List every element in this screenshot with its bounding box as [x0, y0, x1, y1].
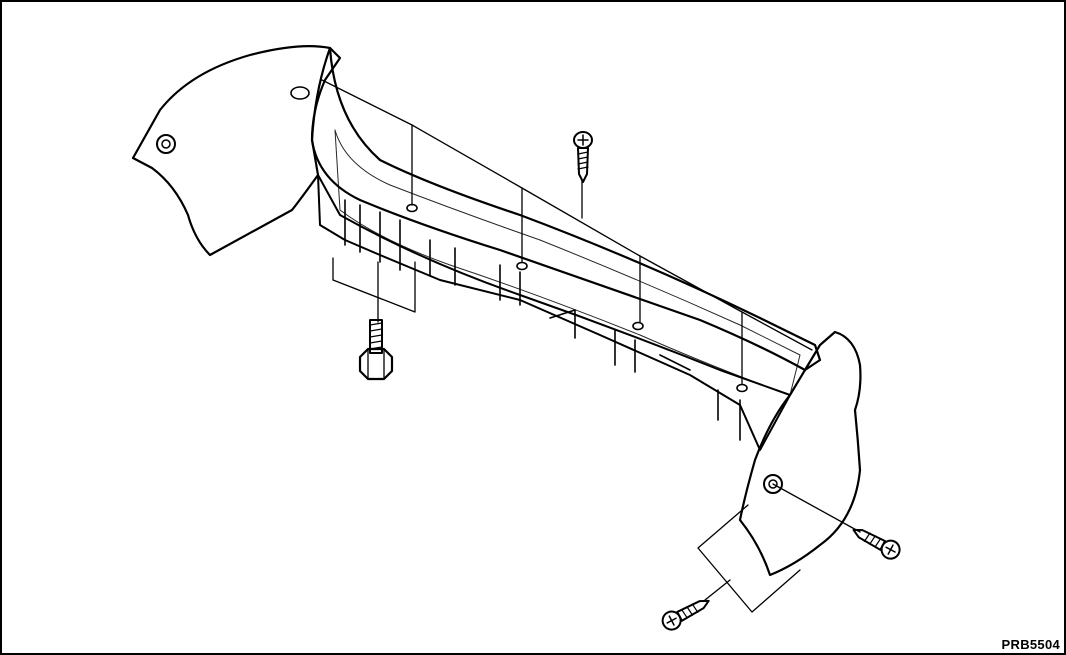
screw-icon — [661, 599, 710, 631]
mount-hole-icon — [516, 261, 528, 271]
screw-icon — [573, 131, 593, 183]
right-cap-hole-icon — [763, 474, 783, 494]
left-cap-hole-icon — [156, 134, 176, 154]
figure-reference-code: PRB5504 — [1001, 637, 1060, 652]
bumper-top-surface — [310, 46, 822, 372]
mount-hole-icon — [736, 383, 748, 393]
bumper-inner-face — [334, 129, 801, 396]
bumper-cover-icon — [131, 45, 862, 577]
mount-hole-icon — [632, 321, 644, 331]
screw-icon — [852, 528, 901, 560]
bolt-icon — [358, 319, 394, 381]
left-end-cap — [131, 45, 342, 257]
right-end-cap — [738, 330, 862, 577]
leader-line-icon — [321, 79, 861, 613]
bumper-lower-frame — [317, 174, 791, 451]
